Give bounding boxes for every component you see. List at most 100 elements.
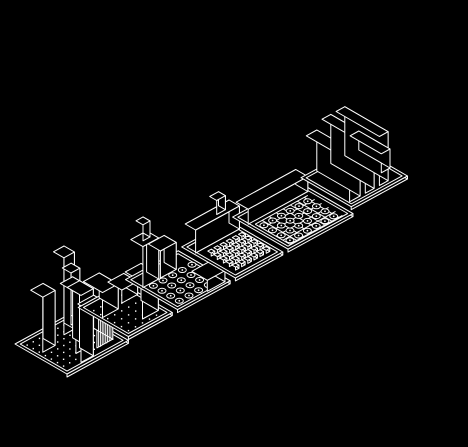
site-base bbox=[232, 181, 354, 253]
tree-center bbox=[169, 294, 172, 297]
courtyard-stall bbox=[237, 245, 246, 254]
building-roof bbox=[256, 242, 265, 248]
paving-dot bbox=[107, 317, 109, 320]
paving-dot bbox=[57, 341, 59, 343]
tree-center bbox=[315, 225, 318, 227]
building-roof bbox=[135, 216, 151, 226]
paving-dot bbox=[113, 321, 116, 324]
tower-cap bbox=[135, 216, 151, 242]
building-roof bbox=[243, 249, 252, 254]
courtyard-stall bbox=[262, 245, 271, 254]
courtyard-stall bbox=[213, 252, 222, 261]
paving-dot bbox=[50, 358, 53, 360]
paving-dot bbox=[38, 351, 40, 353]
building-roof bbox=[237, 259, 246, 265]
tree-center bbox=[161, 289, 163, 292]
courtyard-stall bbox=[231, 262, 240, 271]
courtyard-stall bbox=[256, 249, 264, 258]
paving-dot bbox=[75, 358, 77, 361]
grid-line bbox=[275, 206, 329, 237]
building-roof bbox=[249, 252, 258, 258]
tree-center bbox=[297, 224, 300, 227]
courtyard-stall bbox=[237, 238, 246, 247]
tree-center bbox=[198, 279, 201, 281]
tree-center bbox=[332, 215, 335, 218]
tower bbox=[30, 282, 56, 353]
paving-dot bbox=[135, 302, 137, 304]
building-roof bbox=[231, 248, 240, 254]
tree-center bbox=[297, 215, 300, 217]
tree-center bbox=[180, 279, 183, 282]
paving-dot bbox=[62, 358, 65, 360]
paving-dot bbox=[63, 351, 65, 354]
roof-stair bbox=[209, 191, 226, 215]
building-roof bbox=[147, 234, 177, 252]
tree-center bbox=[315, 215, 318, 218]
courtyard-stall bbox=[244, 235, 252, 244]
building-roof bbox=[209, 191, 226, 201]
paving-dot bbox=[57, 348, 59, 350]
paving-dot bbox=[128, 306, 130, 308]
paving-dot bbox=[26, 344, 28, 346]
tree-center bbox=[181, 269, 184, 271]
gate-tower bbox=[147, 234, 177, 279]
courtyard-stall bbox=[238, 231, 246, 240]
building-roof bbox=[30, 282, 56, 298]
building-roof bbox=[238, 231, 246, 237]
paving-dot bbox=[134, 318, 137, 320]
low-rise-block bbox=[77, 262, 173, 340]
building-roof bbox=[225, 238, 234, 244]
building-roof bbox=[53, 245, 75, 259]
tree-center bbox=[306, 210, 309, 213]
paving-dot bbox=[69, 355, 71, 357]
building-roof bbox=[61, 262, 81, 274]
paving-dot bbox=[127, 329, 130, 332]
paving-dot bbox=[120, 318, 123, 320]
tree-center bbox=[188, 294, 190, 297]
building-roof bbox=[207, 248, 216, 254]
building-roof bbox=[349, 130, 391, 155]
paving-dot bbox=[135, 310, 137, 312]
tree-center bbox=[179, 289, 182, 292]
building-roof bbox=[213, 252, 222, 258]
paving-dot bbox=[127, 314, 130, 316]
building-roof bbox=[237, 252, 246, 258]
building-roof bbox=[231, 235, 240, 241]
paving-dot bbox=[114, 314, 116, 316]
tree-center bbox=[271, 219, 274, 222]
paving-dot bbox=[44, 354, 47, 357]
paving-dot bbox=[69, 341, 71, 343]
paving-dot bbox=[38, 337, 41, 340]
building-roof bbox=[219, 255, 228, 261]
courtyard-stall bbox=[213, 245, 222, 254]
paving-dot bbox=[93, 341, 95, 344]
tree-center bbox=[289, 219, 291, 222]
tree-center bbox=[162, 279, 164, 282]
grid-line bbox=[282, 210, 336, 241]
tree-center bbox=[306, 220, 309, 222]
tree-center bbox=[171, 274, 174, 277]
tree-center bbox=[271, 229, 274, 232]
paving-dot bbox=[32, 347, 34, 350]
paving-dot bbox=[155, 314, 158, 316]
building-roof bbox=[225, 245, 234, 251]
pavilion-block bbox=[232, 169, 354, 253]
building-roof bbox=[244, 235, 252, 241]
tree-center bbox=[280, 224, 283, 227]
building-roof bbox=[237, 238, 246, 244]
paving-dot bbox=[38, 344, 41, 346]
tree-center bbox=[280, 234, 283, 237]
paving-dot bbox=[121, 310, 123, 312]
tree-center bbox=[306, 200, 309, 203]
courtyard-stall bbox=[225, 238, 234, 247]
courtyard-stall bbox=[237, 252, 246, 261]
building-roof bbox=[219, 241, 228, 247]
tree-center bbox=[190, 274, 192, 276]
paving-dot bbox=[50, 351, 53, 353]
courtyard-stall bbox=[219, 241, 228, 250]
building-roof bbox=[256, 249, 264, 255]
tree-center bbox=[170, 284, 173, 287]
tree-center bbox=[297, 234, 300, 237]
